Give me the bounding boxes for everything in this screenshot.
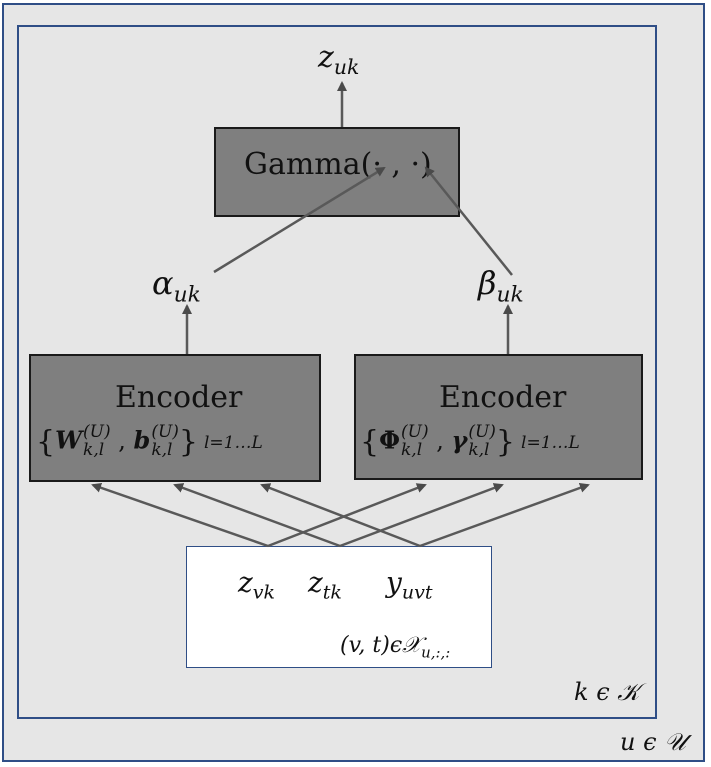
z-out-sub: uk	[333, 55, 360, 79]
plate-u-label: u ϵ 𝒰	[620, 728, 686, 756]
edge-alpha-to-gamma	[213, 166, 386, 274]
input-z-tk: ztk	[308, 566, 342, 604]
z-tk-base: z	[308, 566, 323, 599]
edge-beta-to-gamma	[424, 166, 513, 276]
plate-k-set: 𝒦	[617, 678, 640, 706]
beta-sub: uk	[496, 282, 524, 308]
alpha-sub: uk	[173, 282, 201, 308]
z-vk-base: z	[238, 566, 253, 599]
plate-k-member: ϵ	[596, 678, 610, 706]
enc-right-param-gamma: γ	[451, 425, 468, 455]
enc-right-phi-sup: (U)	[401, 422, 429, 442]
enc-right-phi-sub: k,l	[401, 439, 423, 460]
y-uvt-sub: uvt	[401, 581, 433, 604]
edge-zvk-to-encleft	[91, 482, 269, 548]
index-set-sub: u,:,:	[421, 643, 451, 662]
z-tk-sub: tk	[322, 581, 342, 604]
encoder-right-box	[354, 354, 643, 480]
z-out-base: z	[318, 40, 334, 75]
enc-left-b-sub: k,l	[151, 439, 173, 460]
enc-right-gamma-sup: (U)	[468, 422, 496, 442]
encoder-right-title: Encoder	[439, 380, 567, 415]
edge-ztk-to-encleft	[173, 483, 341, 548]
edge-yuvt-to-encleft	[260, 483, 421, 548]
gamma-func-text: Gamma	[244, 147, 361, 182]
input-index-set: (v, t)ϵ𝒳u,:,:	[340, 633, 450, 661]
enc-right-param-phi: Φ	[379, 425, 400, 455]
input-z-vk: zvk	[238, 566, 275, 604]
index-prefix: (v, t)	[340, 633, 390, 658]
encoder-left-params: {W(U)k,l , b(U)k,l}l=1…L	[36, 422, 263, 460]
edge-zvk-to-encright	[267, 483, 427, 548]
encoder-left-box	[29, 354, 321, 482]
encoder-left-title: Encoder	[115, 380, 243, 415]
alpha-uk-label: αuk	[152, 264, 201, 307]
enc-left-b-sup: (U)	[151, 422, 179, 442]
input-data-box	[186, 546, 492, 668]
beta-base: β	[478, 264, 497, 302]
enc-left-w-sup: (U)	[83, 422, 111, 442]
index-member: ϵ	[389, 633, 403, 658]
edge-ztk-to-encright	[339, 483, 504, 548]
alpha-base: α	[152, 264, 174, 302]
z-vk-sub: vk	[252, 581, 276, 604]
y-uvt-base: y	[386, 566, 402, 599]
gamma-box	[214, 127, 460, 217]
edge-yuvt-to-encright	[419, 483, 590, 548]
enc-left-param-b: b	[133, 425, 151, 455]
plate-u-set: 𝒰	[664, 728, 686, 756]
encoder-right-params: {Φ(U)k,l , γ(U)k,l}l=1…L	[360, 422, 580, 460]
input-y-uvt: yuvt	[386, 566, 433, 604]
enc-left-w-sub: k,l	[83, 439, 105, 460]
plate-u-member: ϵ	[643, 728, 657, 756]
index-set: 𝒳	[402, 633, 422, 658]
plate-u-var: u	[620, 728, 636, 756]
plate-k-label: k ϵ 𝒦	[574, 678, 640, 706]
enc-left-range: l=1…L	[204, 433, 263, 454]
beta-uk-label: βuk	[478, 264, 524, 307]
plate-k-var: k	[574, 678, 589, 706]
enc-left-param-w: W	[55, 425, 83, 455]
enc-right-gamma-sub: k,l	[468, 439, 490, 460]
enc-right-range: l=1…L	[521, 433, 580, 454]
z-uk-output: zuk	[318, 40, 359, 79]
inner-plate-k	[17, 25, 657, 719]
